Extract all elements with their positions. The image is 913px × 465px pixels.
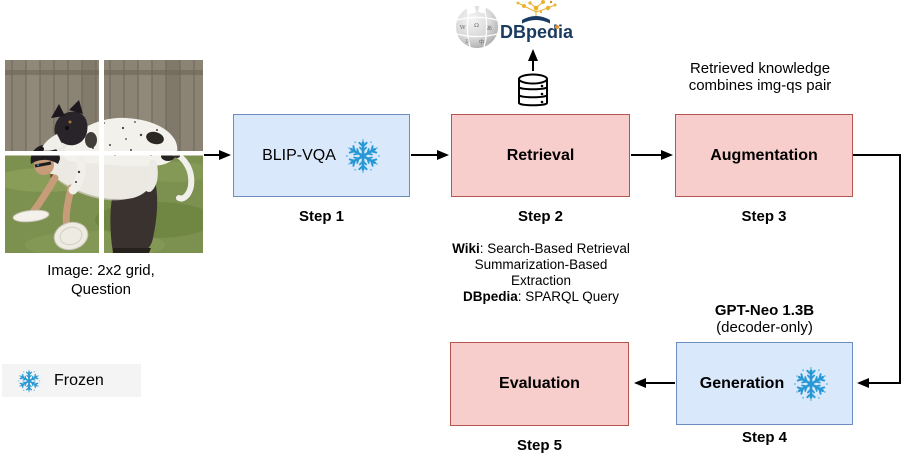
augmentation-note-line2: combines img-qs pair <box>688 77 832 94</box>
snowflake-icon <box>17 369 41 393</box>
svg-text:W: W <box>460 25 466 31</box>
step4-caption: Step 4 <box>741 429 787 446</box>
generation-model-sub: (decoder-only) <box>716 319 813 336</box>
man-with-dog-photo <box>5 60 203 253</box>
input-caption-line2: Question <box>70 281 132 298</box>
generation-model-name: GPT-Neo 1.3B <box>714 302 815 319</box>
retrieval-note-wiki: Wiki <box>452 241 480 256</box>
svg-text:Ω: Ω <box>474 23 479 29</box>
step3-caption: Step 3 <box>741 208 787 225</box>
dbpedia-label: DBpedia <box>500 22 574 42</box>
wikipedia-logo: W Ω あ ע 中 <box>454 4 500 55</box>
retrieval-note-line4-rest: : SPARQL Query <box>517 289 620 304</box>
dbpedia-i-dot <box>555 25 559 29</box>
augmentation-note: Retrieved knowledge combines img-qs pair <box>664 60 856 94</box>
grid-line-horizontal <box>5 151 203 156</box>
box-evaluation: Evaluation <box>450 342 629 426</box>
retrieval-note-line1-rest: : Search-Based Retrieval <box>479 241 630 256</box>
step5-caption: Step 5 <box>516 437 562 454</box>
box-blip-vqa: BLIP-VQA <box>233 114 410 197</box>
dbpedia-logo: DBpedia <box>498 0 578 44</box>
retrieval-note-dbpedia: DBpedia <box>462 289 518 304</box>
augmentation-label: Augmentation <box>710 146 818 164</box>
step1-caption: Step 1 <box>298 208 344 225</box>
box-augmentation: Augmentation <box>675 114 853 197</box>
database-icon <box>515 71 551 116</box>
svg-text:ע: ע <box>466 38 469 44</box>
evaluation-label: Evaluation <box>499 375 580 392</box>
input-caption: Image: 2x2 grid, Question <box>3 261 199 299</box>
svg-text:あ: あ <box>487 25 493 32</box>
svg-text:中: 中 <box>479 38 485 46</box>
arrow-augmentation-to-generation <box>853 154 901 388</box>
box-retrieval: Retrieval <box>451 114 630 197</box>
grid-line-vertical <box>99 60 104 253</box>
retrieval-note-line2: Summarization-Based <box>474 257 608 272</box>
retrieval-note: Wiki: Search-Based Retrieval Summarizati… <box>441 241 641 305</box>
wikipedia-globe-icon: W Ω あ ע 中 <box>455 4 499 49</box>
input-image <box>5 60 203 253</box>
retrieval-note-line3: Extraction <box>510 273 572 288</box>
snowflake-icon <box>793 366 829 402</box>
frozen-legend-label: Frozen <box>54 371 104 389</box>
snowflake-icon <box>345 138 381 174</box>
box-generation: Generation <box>676 342 853 425</box>
augmentation-note-line1: Retrieved knowledge <box>689 60 831 77</box>
retrieval-note-line1: Wiki: Search-Based Retrieval <box>441 241 641 257</box>
retrieval-note-line4: DBpedia: SPARQL Query <box>441 289 641 305</box>
generation-model-note: GPT-Neo 1.3B (decoder-only) <box>676 302 853 336</box>
blip-vqa-label: BLIP-VQA <box>262 146 336 164</box>
generation-label: Generation <box>699 374 785 392</box>
step2-caption: Step 2 <box>517 208 563 225</box>
input-caption-line1: Image: 2x2 grid, <box>47 262 155 279</box>
retrieval-label: Retrieval <box>506 146 575 164</box>
frozen-legend: Frozen <box>2 364 141 397</box>
dbpedia-dandelion-icon <box>516 0 557 24</box>
